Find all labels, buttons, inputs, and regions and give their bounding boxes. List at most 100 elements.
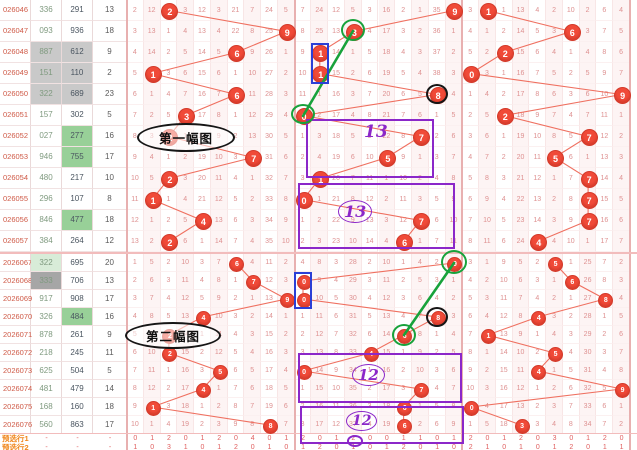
footer-value-cell: 2 xyxy=(301,435,305,442)
test-number-cell: 168 xyxy=(31,398,62,416)
draw-circle: 2 xyxy=(161,3,179,20)
footer-dash-cell: - xyxy=(108,435,112,442)
footer-value-cell: 2 xyxy=(519,435,523,442)
draw-circle: 7 xyxy=(580,129,598,146)
black-ring-annotation xyxy=(426,84,448,104)
miss-cell: 3 xyxy=(127,21,144,42)
footer-value-cell: 0 xyxy=(535,444,540,450)
period-id-cell: 2026068 xyxy=(0,272,32,290)
draw-circle: 0 xyxy=(463,66,481,83)
miss-cell: 6 xyxy=(127,344,144,362)
miss-cell: 4 xyxy=(127,308,144,326)
footer-value-cell: 0 xyxy=(535,435,540,442)
green-ring-annotation xyxy=(441,250,467,274)
footer-value-cell: 1 xyxy=(334,435,339,442)
miss-cell: 3 xyxy=(127,290,144,308)
draw-number-cell: 245 xyxy=(62,344,93,362)
black-ring-annotation xyxy=(426,307,448,327)
draw-circle: 6 xyxy=(397,418,413,434)
draw-circle: 8 xyxy=(598,292,614,308)
footer-dash-cell: - xyxy=(76,444,79,450)
draw-circle: 2 xyxy=(161,234,179,251)
blue-rect-annotation xyxy=(294,272,312,309)
footer-value-cell: 0 xyxy=(234,435,238,442)
test-number-cell: 157 xyxy=(31,105,62,126)
draw-circle: 1 xyxy=(144,66,162,83)
miss-cell: 9 xyxy=(127,147,144,168)
hand-ellipse-label: 第一幅图 xyxy=(137,123,235,152)
draw-circle: 6 xyxy=(228,45,246,62)
footer-value-cell: 1 xyxy=(552,444,557,450)
miss-cell: 2 xyxy=(127,0,144,21)
draw-circle: 6 xyxy=(396,234,414,251)
draw-number-cell: 484 xyxy=(62,308,93,326)
draw-number-cell: 217 xyxy=(62,168,93,189)
period-id-cell: 2026072 xyxy=(0,344,32,362)
draw-circle: 9 xyxy=(278,24,296,41)
test-number-cell: 625 xyxy=(31,362,62,380)
handwritten-number: 13 xyxy=(364,122,388,142)
draw-circle: 0 xyxy=(464,400,480,416)
handwritten-number: 12 xyxy=(346,411,378,431)
footer-value-cell: 0 xyxy=(502,444,507,450)
draw-number-cell: 261 xyxy=(62,326,93,344)
test-number-cell: 480 xyxy=(31,168,62,189)
draw-circle: 1 xyxy=(480,328,496,344)
footer-value-cell: 1 xyxy=(133,444,138,450)
footer-value-cell: 0 xyxy=(418,444,423,450)
footer-value-cell: 0 xyxy=(569,435,574,442)
period-id-cell: 026050 xyxy=(0,84,31,105)
test-number-cell: 336 xyxy=(31,0,62,21)
miss-cell: 5 xyxy=(127,63,144,84)
draw-number-cell: 695 xyxy=(62,254,93,272)
test-number-cell: 296 xyxy=(31,189,62,210)
footer-value-cell: 1 xyxy=(384,444,389,450)
draw-circle: 1 xyxy=(145,400,161,416)
footer-value-cell: 1 xyxy=(267,444,272,450)
footer-value-cell: 0 xyxy=(485,435,490,442)
miss-cell: 4 xyxy=(127,42,144,63)
draw-circle: 5 xyxy=(548,346,564,362)
footer-value-cell: 2 xyxy=(468,444,473,450)
blue-rect-annotation xyxy=(311,43,329,84)
zone-separator-line xyxy=(293,0,296,450)
footer-value-cell: 1 xyxy=(619,444,624,450)
purple-rect-annotation xyxy=(298,353,462,403)
footer-dash-cell: - xyxy=(108,444,112,450)
footer-value-cell: 3 xyxy=(552,435,557,442)
miss-cell: 1 xyxy=(127,254,144,272)
draw-circle: 3 xyxy=(514,418,530,434)
zone-separator-line xyxy=(461,0,464,450)
footer-value-cell: 0 xyxy=(368,444,373,450)
miss-cell: 10 xyxy=(127,168,144,189)
footer-value-cell: 2 xyxy=(569,444,574,450)
draw-number-cell: 477 xyxy=(62,210,93,231)
footer-value-cell: 2 xyxy=(468,435,473,442)
footer-value-cell: 0 xyxy=(200,444,205,450)
draw-number-cell: 277 xyxy=(62,126,93,147)
draw-circle: 0 xyxy=(296,274,312,290)
draw-number-cell: 160 xyxy=(62,398,93,416)
draw-number-cell: 110 xyxy=(62,63,93,84)
test-number-cell: 878 xyxy=(31,326,62,344)
miss-cell: 12 xyxy=(127,210,144,231)
footer-value-cell: 3 xyxy=(166,444,171,450)
draw-number-cell: 936 xyxy=(62,21,93,42)
period-id-cell: 026057 xyxy=(0,231,31,252)
test-number-cell: 333 xyxy=(31,272,62,290)
block-separator-line xyxy=(0,252,637,254)
purple-rect-annotation xyxy=(300,406,464,444)
footer-value-cell: 1 xyxy=(401,435,406,442)
block-separator-line xyxy=(0,433,637,434)
footer-value-cell: 0 xyxy=(435,435,440,442)
test-number-cell: 384 xyxy=(31,231,62,252)
footer-value-cell: 1 xyxy=(435,444,440,450)
test-number-cell: 846 xyxy=(31,210,62,231)
footer-value-cell: 0 xyxy=(150,444,155,450)
handwritten-number: 13 xyxy=(338,200,373,223)
miss-cell: 7 xyxy=(127,105,144,126)
draw-circle: 5 xyxy=(547,150,565,167)
test-number-cell: 481 xyxy=(31,380,62,398)
miss-cell: 9 xyxy=(127,398,144,416)
